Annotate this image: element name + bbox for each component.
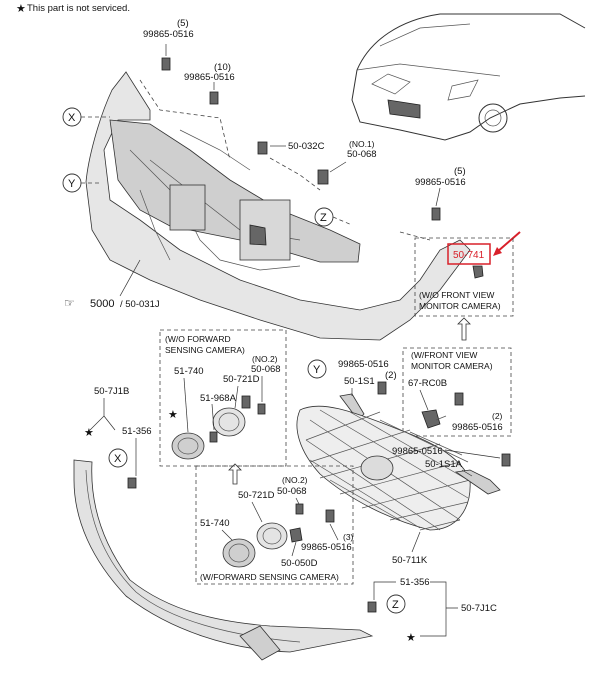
w-front-view-box: (W/FRONT VIEW MONITOR CAMERA) 67-RC0B (2… xyxy=(402,347,512,437)
double-arrow-icon xyxy=(457,317,471,341)
svg-text:99865-0516: 99865-0516 xyxy=(184,72,235,83)
bolt-top: (5) 99865-0516 xyxy=(143,18,194,71)
star-icon: ★ xyxy=(16,3,26,15)
callout-y-upper: Y xyxy=(62,173,100,193)
svg-text:50-068: 50-068 xyxy=(347,149,377,160)
bumper-ref: ☞ 5000 / 50-031J xyxy=(64,259,160,310)
part-50-7j1b: 50-7J1B ★ 51-356 X xyxy=(84,386,152,489)
svg-text:50-7J1B: 50-7J1B xyxy=(94,386,129,397)
svg-text:(NO.2): (NO.2) xyxy=(282,475,308,485)
svg-text:(2): (2) xyxy=(385,370,397,381)
svg-text:X: X xyxy=(68,112,76,124)
svg-text:MONITOR CAMERA): MONITOR CAMERA) xyxy=(411,361,493,371)
clip-50-032c: 50-032C xyxy=(257,141,325,155)
svg-text:(10): (10) xyxy=(214,62,231,73)
w-forward-sensing-box: 50-721D (NO.2) 50-068 51-740 (3) 99865-0… xyxy=(195,465,354,585)
clip-50-068-no1: (NO.1) 50-068 xyxy=(317,139,377,185)
red-arrow-icon xyxy=(496,231,521,253)
svg-text:51-968A: 51-968A xyxy=(200,393,237,404)
svg-text:51-740: 51-740 xyxy=(200,518,230,529)
svg-text:Y: Y xyxy=(68,178,76,190)
wo-forward-sensing-box: (W/O FORWARD SENSING CAMERA) 51-740 50-7… xyxy=(159,329,287,467)
pointing-hand-icon: ☞ xyxy=(64,296,75,310)
svg-text:50-711K: 50-711K xyxy=(392,555,428,566)
svg-text:(5): (5) xyxy=(177,18,189,29)
svg-text:(W/O FRONT VIEW: (W/O FRONT VIEW xyxy=(419,290,494,300)
wo-front-view-box: (W/O FRONT VIEW MONITOR CAMERA) xyxy=(414,237,514,317)
svg-text:Z: Z xyxy=(392,599,399,611)
callout-z-upper: Z xyxy=(314,207,353,227)
lower-bumper-trim xyxy=(73,459,374,661)
svg-text:(5): (5) xyxy=(454,166,466,177)
svg-text:50-721D: 50-721D xyxy=(238,490,275,501)
svg-text:51-740: 51-740 xyxy=(174,366,204,377)
svg-text:50-741: 50-741 xyxy=(453,250,485,261)
car-thumbnail xyxy=(351,13,586,141)
svg-text:(2): (2) xyxy=(492,411,503,421)
upper-frame-assembly xyxy=(85,71,471,341)
star-icon: ★ xyxy=(406,632,416,644)
svg-text:99865-0516: 99865-0516 xyxy=(301,542,352,553)
svg-text:MONITOR CAMERA): MONITOR CAMERA) xyxy=(419,301,501,311)
svg-text:99865-0516: 99865-0516 xyxy=(452,422,503,433)
svg-text:67-RC0B: 67-RC0B xyxy=(408,378,447,389)
svg-text:50-1S1A: 50-1S1A xyxy=(425,459,463,470)
svg-text:50-032C: 50-032C xyxy=(288,141,325,152)
bolt-right: (5) 99865-0516 xyxy=(415,166,466,221)
svg-text:50-068: 50-068 xyxy=(251,364,281,375)
bolt-upper: (10) 99865-0516 xyxy=(184,62,235,105)
svg-text:99865-0516: 99865-0516 xyxy=(415,177,466,188)
svg-text:(NO.2): (NO.2) xyxy=(252,354,278,364)
svg-text:(3): (3) xyxy=(343,532,354,542)
svg-text:51-356: 51-356 xyxy=(122,426,152,437)
svg-text:50-1S1: 50-1S1 xyxy=(344,376,375,387)
callout-x-upper: X xyxy=(62,107,110,127)
svg-text:50-7J1C: 50-7J1C xyxy=(461,603,497,614)
svg-text:5000: 5000 xyxy=(90,298,114,310)
star-icon: ★ xyxy=(84,427,94,439)
svg-text:Y: Y xyxy=(313,364,321,376)
svg-text:Z: Z xyxy=(320,212,327,224)
grille-50-711k: 50-711K xyxy=(296,405,471,566)
svg-text:(NO.1): (NO.1) xyxy=(349,139,375,149)
svg-text:51-356: 51-356 xyxy=(400,577,430,588)
svg-text:50-068: 50-068 xyxy=(277,486,307,497)
star-icon: ★ xyxy=(168,409,178,421)
callout-y-middle: Y 99865-0516 (2) 50-1S1 xyxy=(307,359,397,421)
svg-text:SENSING CAMERA): SENSING CAMERA) xyxy=(165,345,245,355)
svg-text:(W/O FORWARD: (W/O FORWARD xyxy=(165,334,231,344)
svg-text:50-050D: 50-050D xyxy=(281,558,318,569)
part-50-741: 50-741 xyxy=(447,231,521,279)
svg-text:(W/FORWARD SENSING CAMERA): (W/FORWARD SENSING CAMERA) xyxy=(200,572,339,582)
highlight-box xyxy=(447,243,491,265)
not-serviced-note: This part is not serviced. xyxy=(27,3,130,14)
svg-text:50-721D: 50-721D xyxy=(223,374,260,385)
part-50-1s1a: 99865-0516 50-1S1A xyxy=(392,446,511,495)
part-50-7j1c: 51-356 Z 50-7J1C ★ xyxy=(367,577,497,644)
svg-text:(W/FRONT VIEW: (W/FRONT VIEW xyxy=(411,350,477,360)
svg-text:99865-0516: 99865-0516 xyxy=(392,446,443,457)
svg-text:X: X xyxy=(114,453,122,465)
svg-text:/ 50-031J: / 50-031J xyxy=(120,299,160,310)
svg-text:99865-0516: 99865-0516 xyxy=(338,359,389,370)
svg-text:99865-0516: 99865-0516 xyxy=(143,29,194,40)
